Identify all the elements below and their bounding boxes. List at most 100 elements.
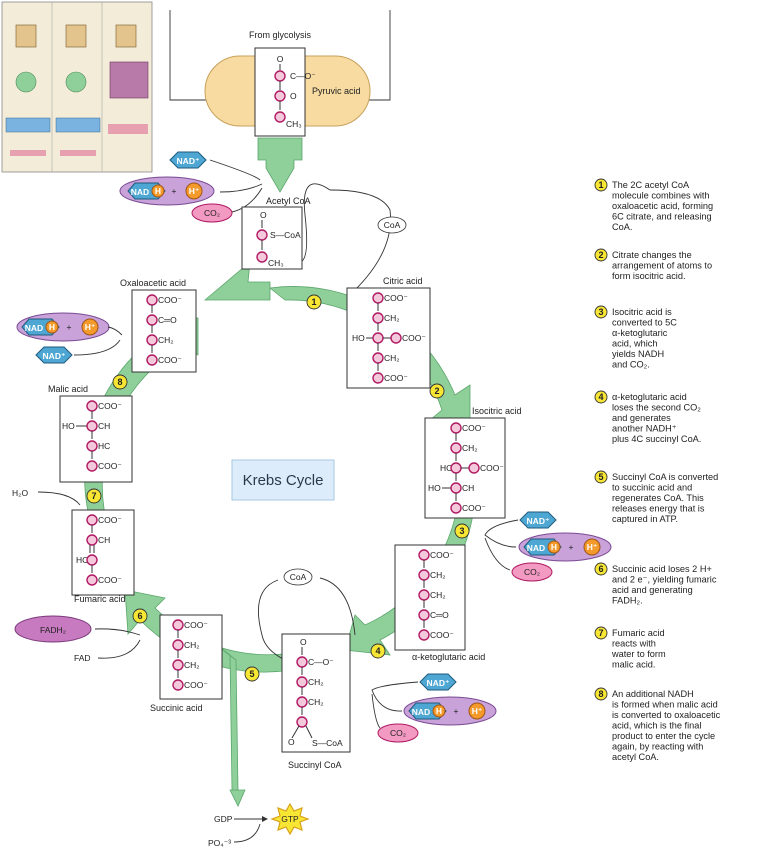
svg-text:C═O: C═O [430,610,449,620]
cycle-step-badge-8: 8 [112,374,128,390]
cycle-step-badge-7: 7 [86,488,102,504]
step-text-line: converted to 5C [612,318,677,328]
svg-text:COO⁻: COO⁻ [98,401,122,411]
cycle-step-badge-2: 2 [429,383,445,399]
step-text-line: α-ketoglutaric acid [612,392,687,402]
svg-text:O: O [290,91,297,101]
coa-top-badge: CoA [377,216,407,234]
step-number: 3 [598,307,603,317]
succinyl-coa-box: O C—O⁻ CH₂ CH₂ O S—CoA [281,633,351,753]
isocitric-acid-label: Isocitric acid [472,406,522,416]
svg-text:+: + [172,186,177,196]
nad-plus-top: NAD⁺ [169,151,207,169]
step-text-line: CoA. [612,222,632,232]
step-number-badge [594,305,608,319]
step-number-badge [594,248,608,262]
step-number: 2 [598,250,603,260]
step-text-line: An additional NADH [612,689,694,699]
nadh-right-upper: NAD H + H⁺ [518,532,612,562]
step-text-line: α-ketoglutaric [612,328,668,338]
step-text-line: yields NADH [612,349,664,359]
step-number-badge [594,178,608,192]
step-text-line: and generates [612,413,671,423]
pyruvic-acid-capsule: O C—O⁻ O CH₃ [204,47,371,137]
svg-text:CH₂: CH₂ [308,697,324,707]
step-text-line: regenerates CoA. This [612,493,704,503]
pyruvic-acid-label: Pyruvic acid [312,86,361,96]
step-text-line: FADH₂. [612,596,643,606]
svg-text:COO⁻: COO⁻ [184,620,208,630]
citric-acid-box: COO⁻ CH₂ HO COO⁻ CH₂ COO⁻ [346,287,431,389]
svg-text:NAD: NAD [25,323,43,333]
svg-text:CoA: CoA [384,220,401,230]
step-text-line: The 2C acetyl CoA [612,180,690,190]
svg-text:CoA: CoA [290,572,307,582]
svg-text:HO: HO [62,421,75,431]
svg-text:NAD: NAD [412,707,430,717]
gtp-star: GTP [270,802,310,836]
step-text-line: malic acid. [612,660,655,670]
alpha-ketoglutaric-acid-box: COO⁻ CH₂ CH₂ C═O COO⁻ [394,544,466,651]
step-text-line: to succinic acid and [612,483,692,493]
step-text-line: reacts with [612,639,656,649]
cycle-step-badge-6: 6 [132,608,148,624]
svg-text:COO⁻: COO⁻ [462,503,486,513]
svg-text:1: 1 [311,297,316,307]
svg-text:COO⁻: COO⁻ [462,423,486,433]
step-text-line: molecule combines with [612,191,710,201]
step-text-line: acid and generating [612,585,693,595]
nadh-right-lower: NAD H + H⁺ [403,696,497,726]
succinic-acid-box: COO⁻ CH₂ CH₂ COO⁻ [159,614,223,700]
fad-label: FAD [74,653,91,663]
svg-text:O: O [260,210,267,220]
svg-text:GTP: GTP [281,814,299,824]
svg-text:CH₂: CH₂ [384,353,400,363]
svg-text:8: 8 [117,377,122,387]
step-text-line: loses the second CO₂ [612,403,701,413]
succinic-acid-label: Succinic acid [150,703,203,713]
step-text-line: is converted to oxaloacetic [612,710,721,720]
nad-plus-right-lower: NAD⁺ [419,673,457,691]
step-text-line: oxaloacetic acid, forming [612,201,713,211]
svg-text:NAD⁺: NAD⁺ [527,516,550,526]
fadh2-badge: FADH₂ [14,615,92,643]
coa-mid-badge: CoA [283,568,313,586]
step-text-line: acid, which [612,339,657,349]
oxaloacetic-acid-label: Oxaloacetic acid [120,278,186,288]
svg-text:NAD⁺: NAD⁺ [427,678,450,688]
oxaloacetic-acid-box: COO⁻ C═O CH₂ COO⁻ [131,289,197,373]
svg-text:COO⁻: COO⁻ [158,295,182,305]
svg-text:C═O: C═O [158,315,177,325]
svg-text:H⁺: H⁺ [189,186,200,196]
svg-text:CO₂: CO₂ [390,728,406,738]
svg-text:HO: HO [352,333,365,343]
step-text-line: Citrate changes the [612,250,692,260]
step-text-line: product to enter the cycle [612,731,715,741]
svg-text:Krebs Cycle: Krebs Cycle [243,472,324,489]
step-number-badge [594,562,608,576]
svg-text:H: H [49,322,55,332]
gdp-label: GDP [214,814,233,824]
step-text-line: again, by reacting with [612,742,703,752]
step-text-line: captured in ATP. [612,514,678,524]
step-text-line: Isocitric acid is [612,307,672,317]
svg-text:CH₂: CH₂ [430,590,446,600]
cycle-step-badge-1: 1 [306,294,322,310]
malic-acid-box: COO⁻ HO CH HC COO⁻ [59,395,133,483]
citric-acid-label: Citric acid [383,276,423,286]
svg-text:COO⁻: COO⁻ [402,333,426,343]
svg-text:2: 2 [434,386,439,396]
step-number: 7 [598,628,603,638]
step-text-line: and CO₂. [612,360,650,370]
svg-text:H: H [436,706,442,716]
acetyl-coa-box: O S—CoA CH₃ [241,206,303,270]
step-text-line: acetyl CoA. [612,752,659,762]
nad-top-arrow [209,159,261,181]
step-text-line: plus 4C succinyl CoA. [612,434,701,444]
cycle-step-badge-3: 3 [454,523,470,539]
step-number: 6 [598,564,603,574]
